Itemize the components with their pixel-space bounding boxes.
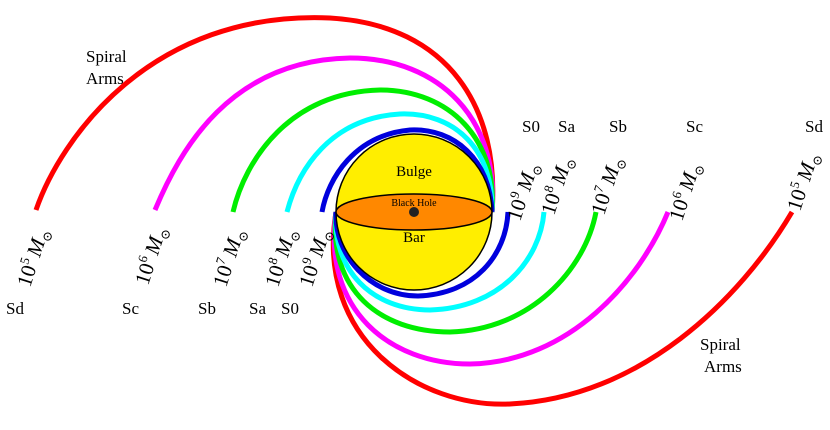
right-labels: S0 Sa Sb Sc Sd 109M⊙ 108M⊙ 107M⊙ 106M⊙ 1…: [500, 117, 826, 225]
spiral-arms-top-line1: Spiral: [86, 47, 127, 66]
type-label-left-sa: Sa: [249, 299, 266, 318]
mass-text-left-sc: 106M⊙: [128, 223, 174, 289]
black-hole-label: Black Hole: [391, 198, 437, 209]
spiral-arms-top-line2: Arms: [86, 69, 124, 88]
arm-upper-sd: [33, 15, 496, 213]
spiral-arms-bottom-line2: Arms: [704, 357, 742, 376]
mass-label-right-s0: 109M⊙: [500, 159, 546, 225]
mass-text-right-sb: 107M⊙: [584, 153, 630, 219]
type-label-left-sd: Sd: [6, 299, 24, 318]
arm-lower-sa: [333, 211, 547, 313]
mass-label-left-sc: 106M⊙: [128, 223, 174, 289]
type-label-right-sb: Sb: [609, 117, 627, 136]
arm-lower-sb: [332, 211, 599, 335]
mass-text-right-s0: 109M⊙: [500, 159, 546, 225]
mass-label-left-sb: 107M⊙: [206, 225, 252, 291]
arm-upper-s0: [319, 127, 495, 213]
black-hole: [409, 207, 419, 217]
mass-text-right-sa: 108M⊙: [534, 153, 580, 219]
mass-label-right-sd: 105M⊙: [780, 149, 826, 215]
mass-label-right-sc: 106M⊙: [662, 159, 708, 225]
arm-upper-sc: [152, 55, 496, 213]
mass-label-left-sd: 105M⊙: [10, 225, 56, 291]
lower-arms: [330, 210, 795, 407]
bulge-label: Bulge: [396, 164, 432, 180]
type-label-left-sb: Sb: [198, 299, 216, 318]
mass-label-right-sa: 108M⊙: [534, 153, 580, 219]
type-label-right-sd: Sd: [805, 117, 823, 136]
arm-lower-s0: [333, 211, 511, 299]
type-label-left-sc: Sc: [122, 299, 139, 318]
mass-text-left-sb: 107M⊙: [206, 225, 252, 291]
spiral-arms-label-bottom: Spiral Arms: [700, 335, 745, 376]
arm-upper-sa: [284, 111, 495, 213]
mass-text-left-sd: 105M⊙: [10, 225, 56, 291]
spiral-arms-label-top: Spiral Arms: [86, 47, 131, 88]
left-labels: 105M⊙ 106M⊙ 107M⊙ 108M⊙ 109M⊙ Sd Sc Sb S…: [6, 223, 338, 318]
mass-text-right-sd: 105M⊙: [780, 149, 826, 215]
mass-label-right-sb: 107M⊙: [584, 153, 630, 219]
type-label-left-s0: S0: [281, 299, 299, 318]
spiral-arms-bottom-line1: Spiral: [700, 335, 741, 354]
arm-lower-sd: [330, 210, 795, 407]
arm-upper-sb: [230, 87, 495, 213]
type-label-right-sa: Sa: [558, 117, 575, 136]
type-label-right-s0: S0: [522, 117, 540, 136]
upper-arms: [33, 15, 496, 213]
bar-label: Bar: [403, 230, 425, 246]
mass-text-right-sc: 106M⊙: [662, 159, 708, 225]
type-label-right-sc: Sc: [686, 117, 703, 136]
arm-lower-sc: [331, 211, 671, 367]
